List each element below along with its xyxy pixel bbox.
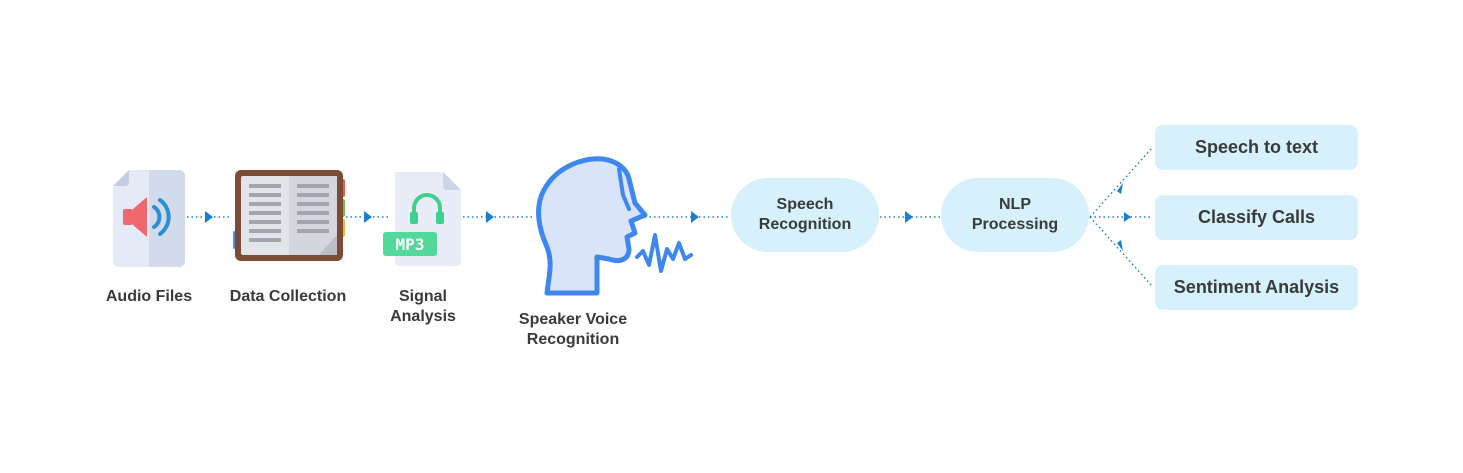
- output-sentiment-analysis: Sentiment Analysis: [1155, 265, 1358, 310]
- connector-nlp-to-speech-text: [1089, 147, 1153, 218]
- step-label-data-collection: Data Collection: [229, 288, 347, 305]
- connector-nlp-to-sentiment: [1089, 216, 1153, 287]
- output-classify-calls-label: Classify Calls: [1197, 207, 1316, 227]
- audio-file-icon: [113, 170, 185, 267]
- arrowhead: [1124, 212, 1131, 222]
- arrowhead: [691, 211, 699, 223]
- arrowhead: [364, 211, 372, 223]
- speech-recognition-label: Speech Recognition: [758, 196, 852, 233]
- mp3-file-icon: [383, 172, 461, 266]
- nlp-processing-node: NLP Processing: [941, 178, 1089, 252]
- nlp-processing-label: NLP Processing: [971, 196, 1059, 233]
- speech-recognition-node: Speech Recognition: [731, 178, 879, 252]
- arrowhead: [205, 211, 213, 223]
- arrowhead: [905, 211, 913, 223]
- output-sentiment-analysis-label: Sentiment Analysis: [1173, 277, 1340, 297]
- mp3-badge: MP3: [395, 234, 425, 254]
- output-speech-to-text: Speech to text: [1155, 125, 1358, 170]
- step-label-signal-analysis: Signal Analysis: [390, 288, 456, 325]
- step-label-speaker-voice: Speaker Voice Recognition: [518, 311, 628, 348]
- step-label-audio-files: Audio Files: [105, 288, 193, 305]
- book-icon: [233, 170, 345, 261]
- arrowhead: [486, 211, 494, 223]
- output-classify-calls: Classify Calls: [1155, 195, 1358, 240]
- output-speech-to-text-label: Speech to text: [1194, 137, 1319, 157]
- arrowhead: [1117, 183, 1123, 194]
- arrowhead: [1117, 240, 1123, 251]
- speaking-head-icon: [536, 156, 693, 296]
